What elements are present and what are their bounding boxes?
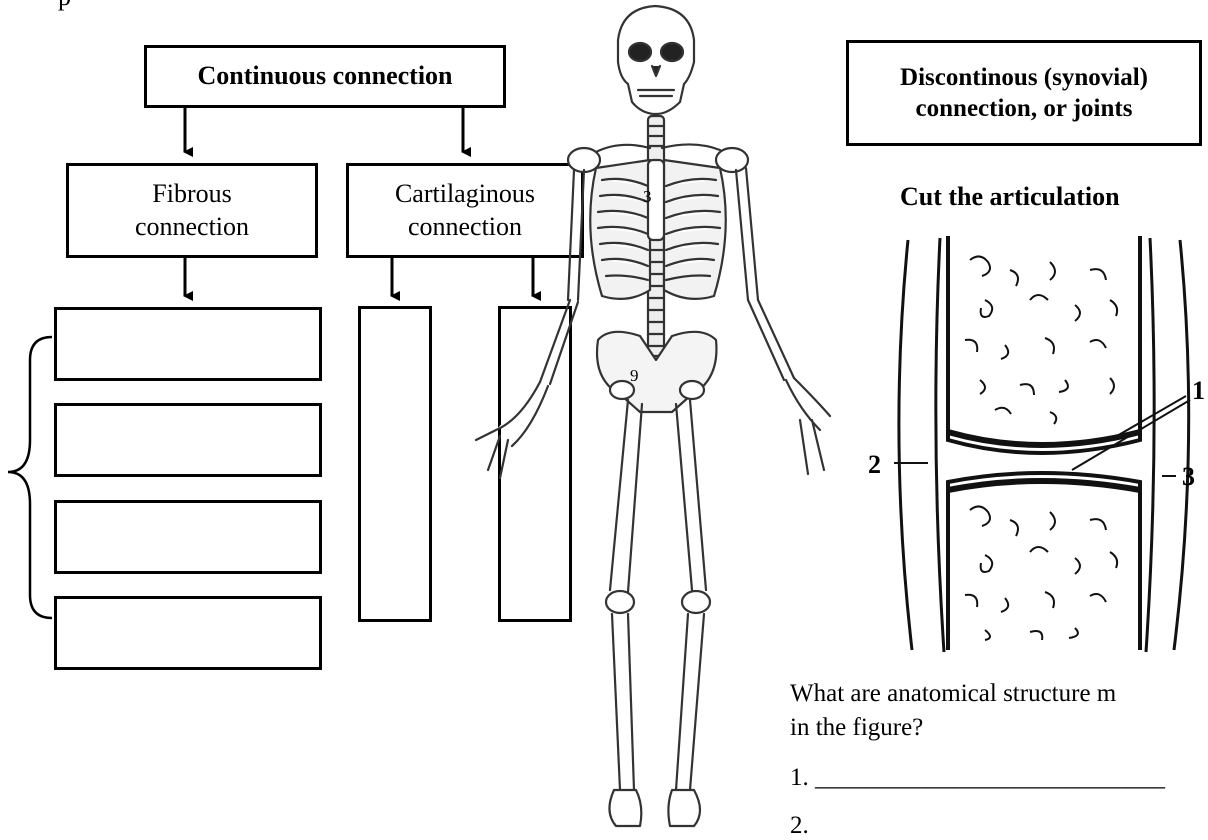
joint-section-illustration [894, 236, 1190, 652]
answer-line-2[interactable]: 2. [790, 812, 809, 840]
synovial-connection-box: Discontinous (synovial) connection, or j… [846, 40, 1202, 146]
curly-brace [8, 337, 52, 618]
question-text-line1: What are anatomical structure m [790, 680, 1116, 708]
cut-articulation-heading: Cut the articulation [900, 182, 1120, 212]
answer-line-1[interactable]: 1. ____________________________ [790, 764, 1165, 792]
skeleton-illustration [476, 6, 830, 826]
joint-label-3: 3 [1182, 462, 1195, 492]
question-text-line2: in the figure? [790, 714, 923, 742]
joint-label-2: 2 [868, 450, 881, 480]
skeleton-marker-9: 9 [630, 366, 639, 386]
flow-arrows [185, 108, 533, 296]
joint-label-1: 1 [1192, 376, 1205, 406]
skeleton-marker-3: 3 [643, 187, 652, 207]
